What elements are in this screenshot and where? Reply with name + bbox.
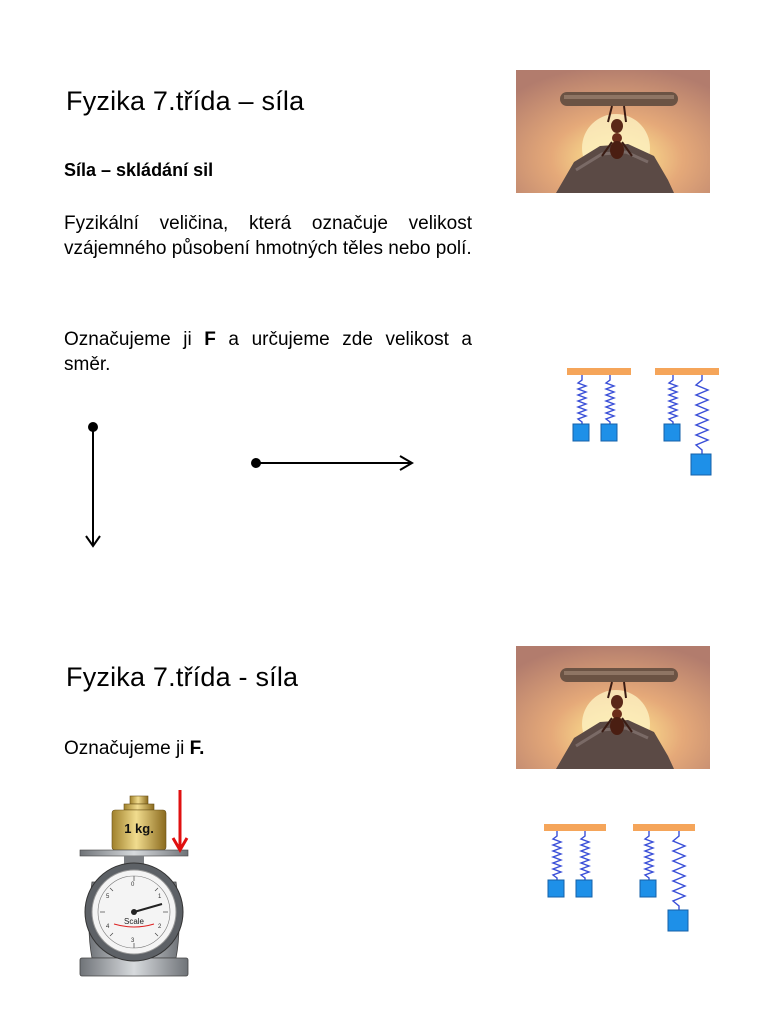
slide1-springs-diagram xyxy=(567,368,719,476)
dial-number-1: 1 xyxy=(158,894,162,900)
slide2-title: Fyzika 7.třída - síla xyxy=(66,662,299,692)
notation-prefix: Označujeme ji xyxy=(64,738,190,759)
force-symbol: F. xyxy=(189,738,205,759)
slide1-notation: Označujeme ji F a určujeme zde velikost … xyxy=(64,327,472,377)
slide2-notation: Označujeme ji F. xyxy=(64,736,204,761)
dial-number-4: 4 xyxy=(106,924,110,930)
dial-number-0: 0 xyxy=(131,882,135,888)
vertical-force-vector xyxy=(85,422,101,548)
dial-number-3: 3 xyxy=(131,938,135,944)
slide1-definition: Fyzikální veličina, která označuje velik… xyxy=(64,213,472,259)
slide1-title: Fyzika 7.třída – síla xyxy=(66,86,305,116)
horizontal-force-vector xyxy=(251,455,414,471)
dial-number-2: 2 xyxy=(158,924,162,930)
weight-label: 1 kg. xyxy=(124,821,154,836)
slide1-ant-photo xyxy=(516,70,710,193)
slide1-subtitle: Síla – skládání sil xyxy=(64,160,214,180)
dial-number-5: 5 xyxy=(106,894,110,900)
force-symbol: F xyxy=(204,329,216,350)
red-force-arrow xyxy=(171,790,189,853)
kitchen-scale-illustration: 1 kg. Scale 0 1 2 3 4 5 xyxy=(78,788,190,980)
scale-dial-label: Scale xyxy=(123,917,144,926)
slide2-ant-photo xyxy=(516,646,710,769)
notation-suffix: a určujeme zde velikost a směr. xyxy=(64,329,472,375)
notation-prefix: Označujeme ji xyxy=(64,329,205,350)
slide2-springs-diagram xyxy=(544,824,695,932)
